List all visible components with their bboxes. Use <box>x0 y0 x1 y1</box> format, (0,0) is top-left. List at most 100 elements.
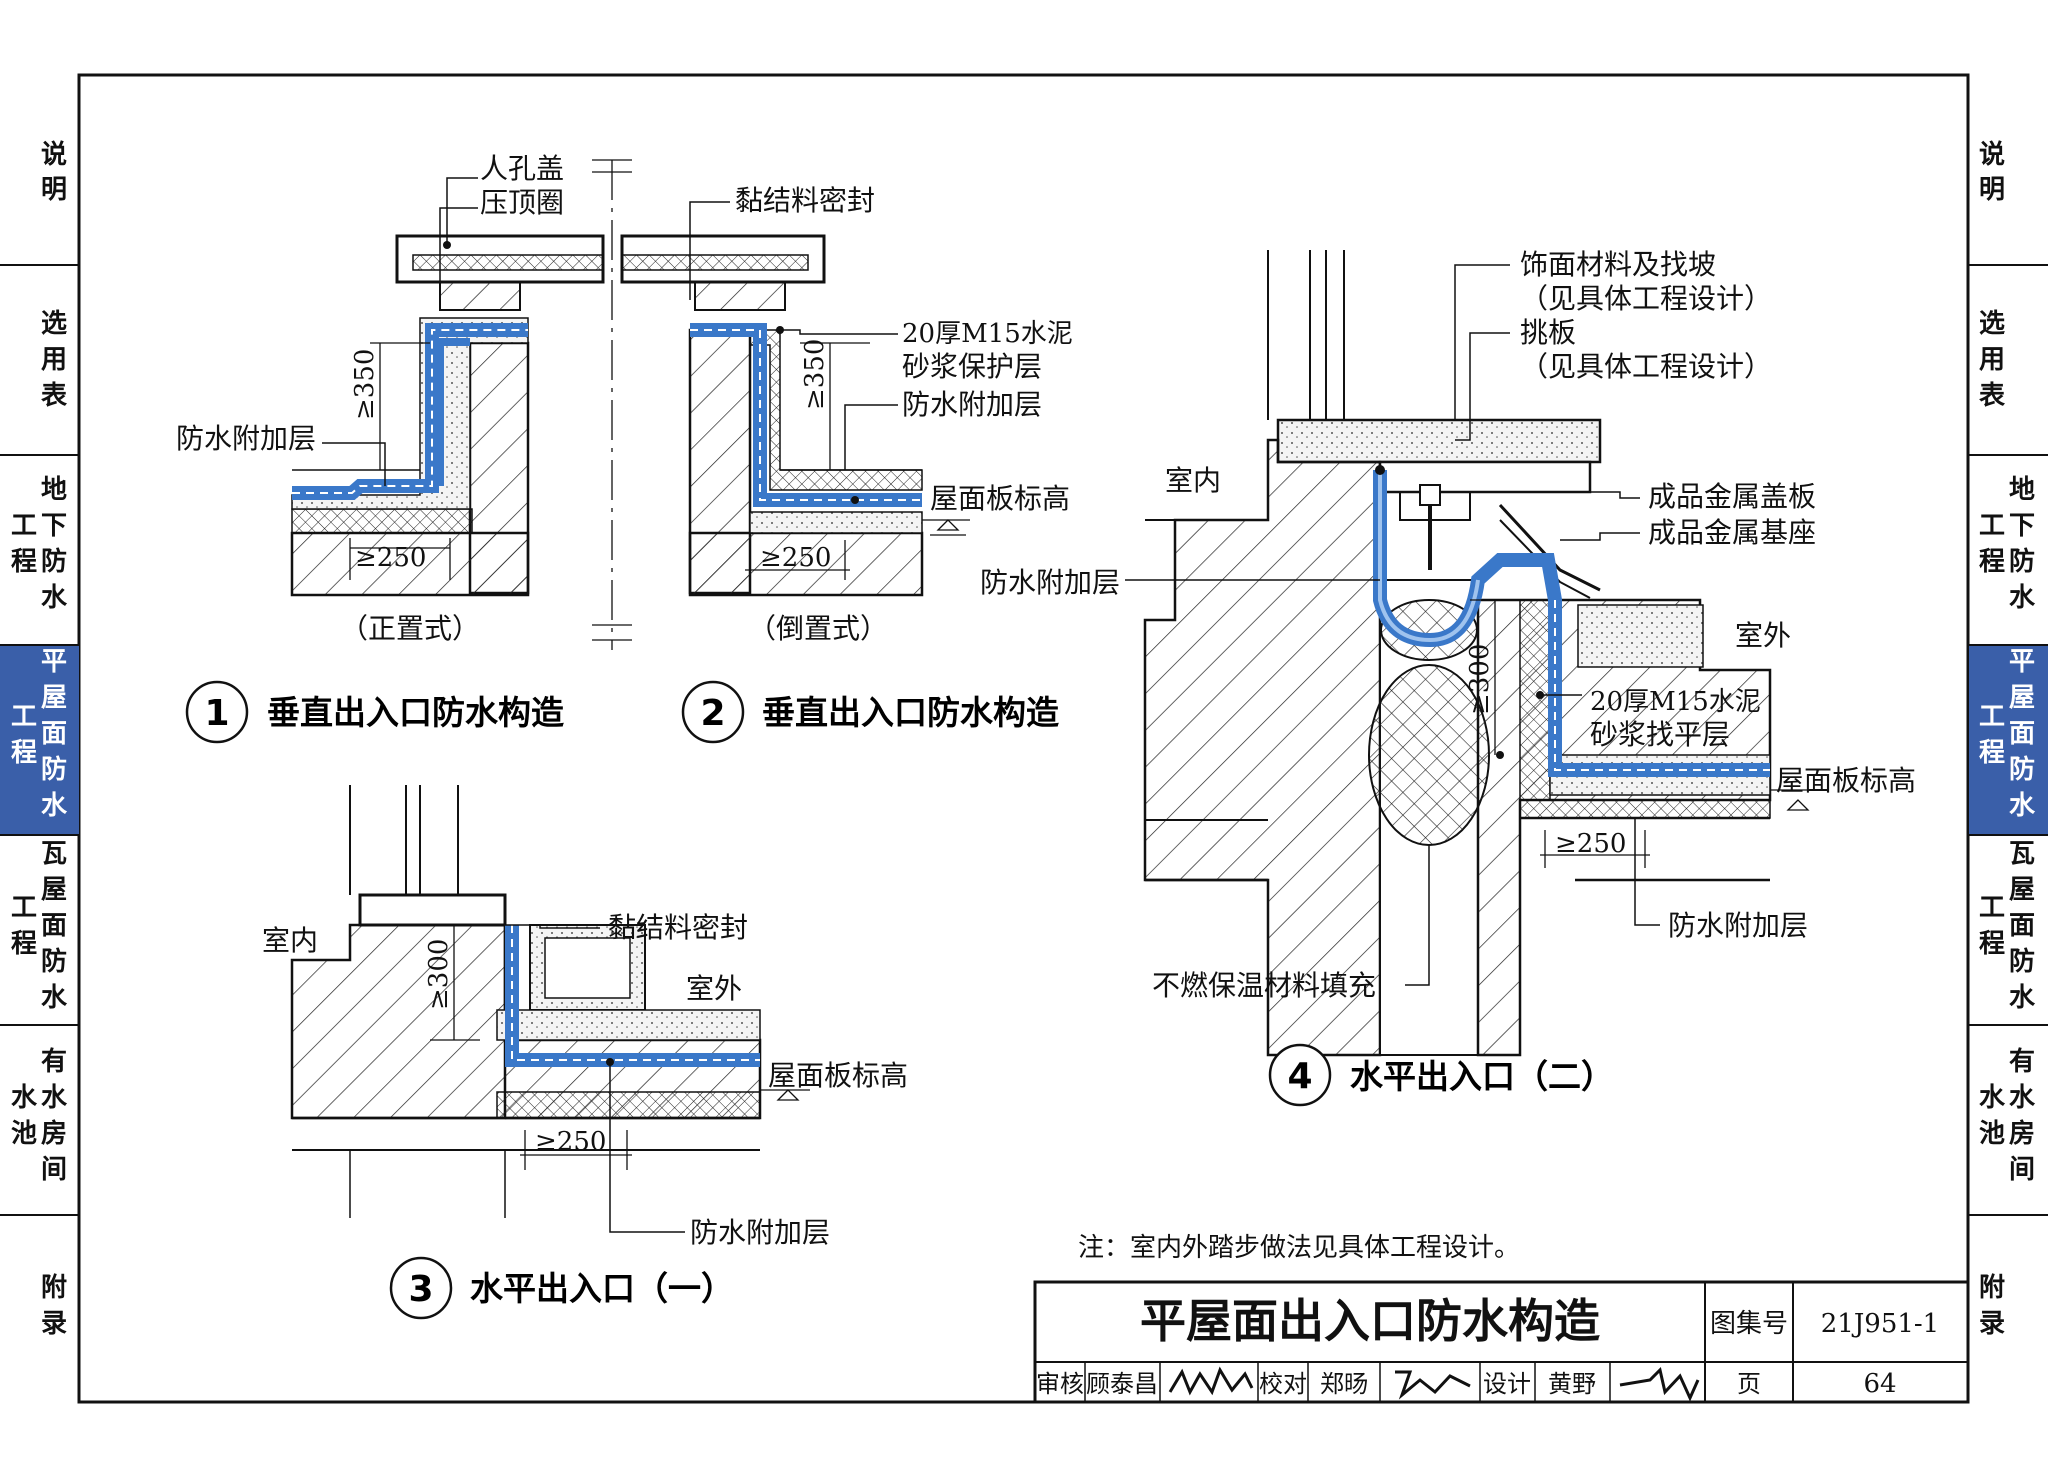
svg-text:选: 选 <box>1979 309 2005 339</box>
detail-3-labels: 室内 黏结料密封 室外 屋面板标高 防水附加层 ≥300 ≥250 <box>262 911 908 1249</box>
svg-text:池: 池 <box>1979 1119 2005 1149</box>
svg-text:程: 程 <box>1979 547 2005 577</box>
svg-text:工: 工 <box>1979 702 2005 732</box>
label-outdoor-4: 室外 <box>1735 619 1791 652</box>
label-metal-base: 成品金属基座 <box>1648 516 1816 549</box>
svg-text:瓦: 瓦 <box>41 839 67 869</box>
svg-text:屋: 屋 <box>41 875 67 905</box>
svg-text:程: 程 <box>11 547 37 577</box>
tab-appendix-right[interactable]: 附 录 <box>1979 1273 2005 1339</box>
svg-text:表: 表 <box>1979 381 2006 411</box>
detail-1-number: 1 <box>204 693 229 734</box>
svg-text:下: 下 <box>41 511 67 541</box>
svg-text:地: 地 <box>41 475 67 505</box>
svg-text:面: 面 <box>2009 719 2035 749</box>
centerline <box>592 159 632 650</box>
review-label: 审核 <box>1036 1370 1084 1398</box>
reviewer-name: 顾泰昌 <box>1086 1370 1158 1398</box>
detail-2-title-text: 垂直出入口防水构造 <box>762 693 1059 732</box>
label-dim-height-4: ≥300 <box>1465 644 1495 715</box>
detail-2-labels: 黏结料密封 20厚M15水泥 砂浆保护层 防水附加层 屋面板标高 ≥350 ≥2… <box>735 184 1073 645</box>
svg-text:工: 工 <box>11 893 37 923</box>
svg-text:下: 下 <box>2009 511 2035 541</box>
svg-text:说: 说 <box>1979 140 2005 170</box>
svg-text:屋: 屋 <box>2009 683 2035 713</box>
svg-text:说: 说 <box>41 140 67 170</box>
check-label: 校对 <box>1259 1370 1307 1398</box>
label-dim-height-1: ≥350 <box>350 349 380 420</box>
label-variant-upright: （正置式） <box>340 612 480 645</box>
tab-underground[interactable]: 地 下 防 水 工 程 <box>11 475 68 613</box>
svg-text:工: 工 <box>11 702 37 732</box>
design-label: 设计 <box>1483 1370 1531 1398</box>
detail-3-title: 3 水平出入口（一） <box>389 1256 734 1320</box>
svg-text:屋: 屋 <box>2009 875 2035 905</box>
svg-text:录: 录 <box>1979 1309 2005 1339</box>
svg-text:用: 用 <box>1979 345 2005 375</box>
designer-name: 黄野 <box>1548 1370 1596 1398</box>
svg-text:面: 面 <box>41 719 67 749</box>
tab-appendix[interactable]: 附 录 <box>41 1273 67 1339</box>
svg-text:附: 附 <box>41 1273 67 1303</box>
label-dim-width-3: ≥250 <box>535 1127 606 1157</box>
svg-text:水: 水 <box>1979 1083 2006 1113</box>
detail-4-drawing <box>1125 250 1820 1057</box>
tab-intro-right[interactable]: 说 明 <box>1979 140 2005 205</box>
designer-signature <box>1619 1367 1700 1402</box>
label-finish-line2: （见具体工程设计） <box>1520 282 1772 315</box>
svg-text:防: 防 <box>2009 947 2035 977</box>
tab-wet-rooms[interactable]: 有 水 房 间 水 池 <box>11 1047 68 1185</box>
detail-1-title-text: 垂直出入口防水构造 <box>267 693 564 732</box>
label-dim-width-1: ≥250 <box>355 543 426 573</box>
svg-text:房: 房 <box>2009 1119 2035 1149</box>
tab-underground-right[interactable]: 地 下 防 水 工 程 <box>1979 475 2036 613</box>
svg-text:程: 程 <box>1979 738 2005 768</box>
svg-text:程: 程 <box>1979 929 2005 959</box>
svg-text:防: 防 <box>41 947 67 977</box>
svg-text:池: 池 <box>11 1119 37 1149</box>
left-tab-column: 说 明 选 用 表 地 下 防 水 工 程 平 屋 面 防 水 工 程 瓦 屋 <box>0 140 79 1339</box>
label-additional-layer-4-left: 防水附加层 <box>980 566 1120 599</box>
detail-2-number: 2 <box>700 693 725 734</box>
tab-flat-roof-right[interactable]: 平 屋 面 防 水 工 程 <box>1979 647 2036 821</box>
label-additional-layer-2: 防水附加层 <box>902 388 1042 421</box>
label-dim-width-2: ≥250 <box>760 543 831 573</box>
svg-text:工: 工 <box>1979 893 2005 923</box>
tab-selection-table[interactable]: 选 用 表 <box>41 309 68 411</box>
svg-text:防: 防 <box>41 755 67 785</box>
label-dim-height-3: ≥300 <box>424 939 454 1010</box>
svg-text:水: 水 <box>2009 1083 2036 1113</box>
svg-text:平: 平 <box>2009 647 2035 677</box>
svg-text:防: 防 <box>2009 755 2035 785</box>
label-indoor-4: 室内 <box>1165 464 1221 497</box>
svg-text:水: 水 <box>41 791 68 821</box>
label-dim-width-4: ≥250 <box>1555 829 1626 859</box>
sheet-note: 注：室内外踏步做法见具体工程设计。 <box>1078 1233 1520 1263</box>
tab-tile-roof-right[interactable]: 瓦 屋 面 防 水 工 程 <box>1979 839 2036 1013</box>
tab-wet-rooms-right[interactable]: 有 水 房 间 水 池 <box>1979 1047 2036 1185</box>
label-variant-inverted: （倒置式） <box>748 612 888 645</box>
svg-text:明: 明 <box>1979 175 2005 205</box>
checker-name: 郑旸 <box>1320 1370 1368 1398</box>
label-mortar-line1-4: 20厚M15水泥 <box>1590 687 1761 717</box>
detail-1-drawing <box>290 177 605 597</box>
svg-text:水: 水 <box>41 583 68 613</box>
svg-text:水: 水 <box>11 1083 38 1113</box>
tab-flat-roof[interactable]: 平 屋 面 防 水 工 程 <box>11 647 68 821</box>
label-additional-layer-3: 防水附加层 <box>690 1216 830 1249</box>
svg-text:屋: 屋 <box>41 683 67 713</box>
label-coping-ring: 压顶圈 <box>480 186 564 219</box>
label-mortar-line2-2: 砂浆保护层 <box>902 350 1042 383</box>
svg-text:防: 防 <box>41 547 67 577</box>
detail-2-title: 2 垂直出入口防水构造 <box>681 680 1059 744</box>
svg-text:选: 选 <box>41 309 67 339</box>
title-block: 平屋面出入口防水构造 图集号 21J951-1 审核 顾泰昌 校对 郑旸 设计 … <box>1033 1280 1970 1404</box>
label-board-line2: （见具体工程设计） <box>1520 350 1772 383</box>
tab-intro[interactable]: 说 明 <box>41 140 67 205</box>
tab-tile-roof[interactable]: 瓦 屋 面 防 水 工 程 <box>11 839 68 1013</box>
detail-4-number: 4 <box>1287 1056 1312 1097</box>
svg-text:录: 录 <box>41 1309 67 1339</box>
label-mortar-line1-2: 20厚M15水泥 <box>902 319 1073 349</box>
tab-selection-table-right[interactable]: 选 用 表 <box>1979 309 2006 411</box>
